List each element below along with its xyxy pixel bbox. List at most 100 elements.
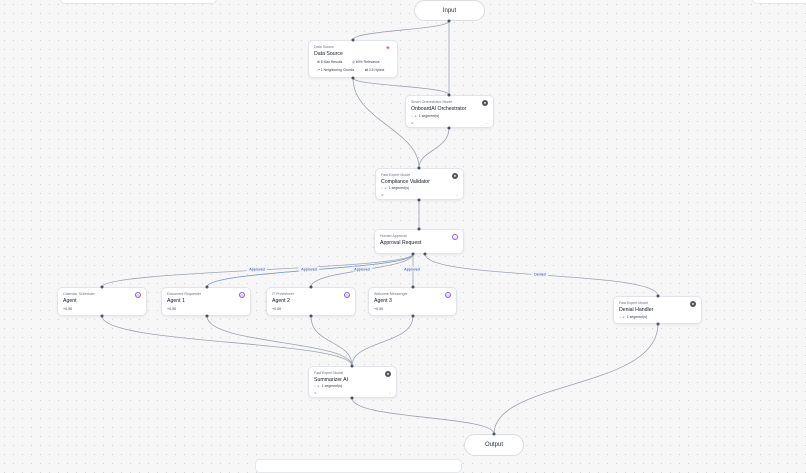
- handle[interactable]: [656, 322, 660, 326]
- handle[interactable]: [350, 364, 354, 368]
- edge-label-approved-agent1: Approved: [298, 266, 320, 272]
- handle[interactable]: [100, 314, 104, 318]
- edge-agent3-summarizer: [351, 315, 414, 367]
- edge-label-denied: Denied: [531, 271, 549, 277]
- compliance-title: Compliance Validator: [381, 179, 430, 185]
- denial-title: Denial Handler: [619, 307, 654, 313]
- agent-welcome-subtitle: Welcome Messenger: [374, 292, 408, 296]
- orchestrator-footer: ⊕⌄: [411, 121, 488, 125]
- neighboring-chunks-stat: ↗ 1 Neighboring Chunks: [317, 68, 355, 72]
- offscreen-node-right: [752, 0, 806, 4]
- offscreen-node-left: [60, 0, 217, 4]
- data-source-title: Data Source: [314, 51, 343, 57]
- summarizer-node[interactable]: Fast Expert Model Summarizer AI ● ◇ ◈ 1 …: [308, 366, 397, 398]
- agent-it-title: Agent 2: [272, 298, 290, 304]
- edge-label-approved-agent: Approved: [246, 266, 268, 272]
- approval-request-node[interactable]: Human Approval Approval Request i: [374, 229, 464, 254]
- summarizer-subtitle: Fast Expert Model: [314, 371, 344, 375]
- approval-subtitle: Human Approval: [380, 234, 407, 238]
- orchestrator-subtitle: Smart Orchestrator Model: [411, 100, 453, 104]
- agent-it-subtitle: IT Provisioner: [272, 292, 295, 296]
- edge-summarizer-output: [351, 397, 495, 435]
- handle[interactable]: [351, 38, 355, 42]
- bot-icon: ◎: [239, 292, 245, 298]
- agent-calendar-cost: +0.00: [63, 307, 73, 311]
- input-node[interactable]: Input: [414, 0, 485, 21]
- handle[interactable]: [411, 252, 415, 256]
- handle[interactable]: [656, 294, 660, 298]
- handle[interactable]: [447, 126, 451, 130]
- output-node-label: Output: [484, 442, 503, 448]
- relevance-stat: ◎ 60% Relevance: [352, 60, 380, 64]
- handle[interactable]: [100, 285, 104, 289]
- edge-agent2-summarizer: [310, 315, 353, 367]
- input-node-label: Input: [442, 7, 457, 14]
- bot-icon: ◎: [344, 292, 350, 298]
- handle[interactable]: [350, 396, 354, 400]
- brain-icon: ●: [482, 100, 488, 106]
- edge-orchestrator-compliance: [418, 127, 450, 169]
- edge-denial-output: [493, 323, 659, 435]
- info-icon: i: [452, 234, 458, 240]
- offscreen-node-bottom: [255, 459, 462, 473]
- orchestrator-title: OnboardAI Orchestrator: [411, 106, 467, 112]
- model-icon: ●: [385, 371, 391, 377]
- agent-it-cost: +0.00: [272, 307, 282, 311]
- agent-welcome-cost: +0.00: [374, 307, 384, 311]
- agent-calendar-title: Agent: [63, 298, 77, 304]
- bot-icon: ◎: [135, 292, 141, 298]
- compliance-validator-node[interactable]: Fast Expert Model Compliance Validator ●…: [375, 168, 464, 200]
- handle[interactable]: [309, 314, 313, 318]
- edge-datasource-compliance: [352, 77, 420, 169]
- agent-it-node[interactable]: IT Provisioner Agent 2 ◎ +0.00: [266, 287, 356, 316]
- edge-label-approved-agent2: Approved: [351, 266, 373, 272]
- model-icon: ●: [452, 173, 458, 179]
- agent-document-cost: +0.00: [167, 307, 177, 311]
- handle[interactable]: [423, 252, 427, 256]
- handle[interactable]: [492, 432, 496, 436]
- agent-calendar-subtitle: Calendar Scheduler: [63, 292, 95, 296]
- handle[interactable]: [417, 227, 421, 231]
- orchestrator-segments: ◇ ◈ 1 segment(s): [411, 114, 440, 118]
- agent-document-node[interactable]: Document Requester Agent 1 ◎ +0.00: [161, 287, 251, 316]
- agent-welcome-title: Agent 3: [374, 298, 392, 304]
- denial-handler-node[interactable]: Fast Expert Model Denial Handler ● ◇ ◈ 1…: [613, 296, 702, 324]
- compliance-subtitle: Fast Expert Model: [381, 173, 411, 177]
- bot-icon: ◎: [445, 292, 451, 298]
- handle[interactable]: [351, 76, 355, 80]
- edge-agent-summarizer: [101, 315, 353, 367]
- edge-label-approved-agent3: Approved: [401, 266, 423, 272]
- orchestrator-node[interactable]: Smart Orchestrator Model OnboardAI Orche…: [405, 95, 494, 128]
- model-icon: ●: [690, 301, 696, 307]
- handle[interactable]: [417, 198, 421, 202]
- handle[interactable]: [205, 314, 209, 318]
- agent-welcome-node[interactable]: Welcome Messenger Agent 3 ◎ +0.00: [368, 287, 457, 316]
- agent-document-title: Agent 1: [167, 298, 185, 304]
- approval-title: Approval Request: [380, 240, 422, 246]
- denial-subtitle: Fast Expert Model: [619, 301, 649, 305]
- summarizer-footer: ⊕⌄: [314, 391, 391, 395]
- handle[interactable]: [411, 314, 415, 318]
- hybrid-stat: ⇄ 0.5 Hybrid: [365, 68, 385, 72]
- edge-datasource-orchestrator: [352, 77, 450, 96]
- compliance-segments: ◇ ◈ 1 segment(s): [381, 186, 410, 190]
- denial-segments: ◇ ◈ 1 segment(s): [619, 315, 648, 319]
- summarizer-title: Summarizer AI: [314, 377, 349, 383]
- handle[interactable]: [411, 285, 415, 289]
- database-icon: ◈: [386, 45, 390, 51]
- summarizer-segments: ◇ ◈ 1 segment(s): [314, 384, 343, 388]
- max-results-stat: ⊕ 5 Max Results: [317, 60, 343, 64]
- data-source-subtitle: Data Source: [314, 45, 334, 49]
- agent-document-subtitle: Document Requester: [167, 292, 201, 296]
- edge-agent1-summarizer: [206, 315, 353, 367]
- data-source-node[interactable]: Data Source Data Source ◈ ⊕ 5 Max Result…: [308, 40, 398, 78]
- handle[interactable]: [309, 285, 313, 289]
- handle[interactable]: [447, 93, 451, 97]
- handle[interactable]: [447, 19, 451, 23]
- handle[interactable]: [417, 166, 421, 170]
- handle[interactable]: [205, 285, 209, 289]
- compliance-footer: ⊕⌄: [381, 193, 458, 197]
- edge-input-datasource: [352, 20, 450, 41]
- agent-calendar-node[interactable]: Calendar Scheduler Agent ◎ +0.00: [57, 287, 147, 316]
- output-node[interactable]: Output: [464, 434, 524, 456]
